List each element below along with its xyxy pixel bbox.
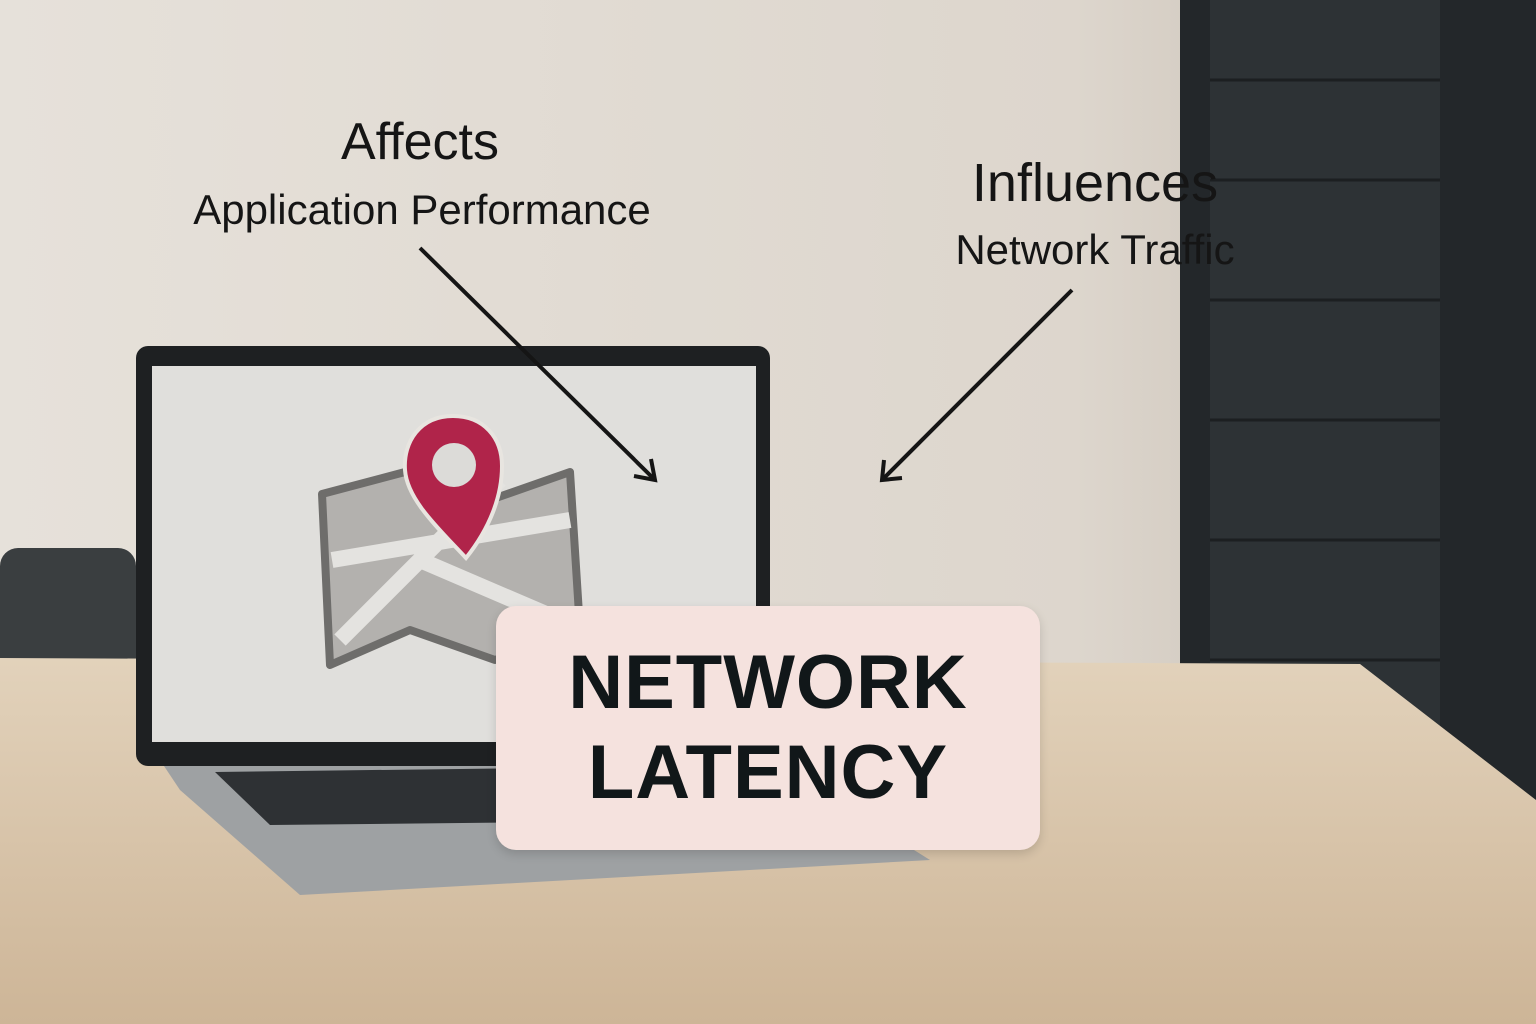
label-line-1: NETWORK — [568, 640, 968, 725]
chair — [0, 548, 136, 678]
arrows — [418, 246, 1074, 483]
location-pin-icon — [402, 413, 505, 562]
server-rack — [1180, 0, 1536, 820]
network-latency-label: NETWORK LATENCY — [496, 606, 1040, 850]
annotation-influences-title: Influences — [971, 153, 1219, 213]
annotation-affects-title: Affects — [340, 113, 499, 171]
label-line-2: LATENCY — [587, 730, 949, 815]
annotation-influences-subtitle: Network Traffic — [955, 226, 1235, 273]
annotation-affects-subtitle: Application Performance — [193, 186, 651, 233]
